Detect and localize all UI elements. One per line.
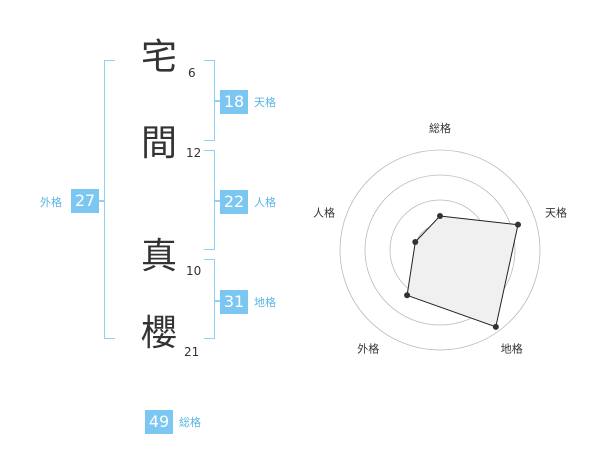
radar-point bbox=[514, 221, 521, 228]
radar-area bbox=[406, 215, 519, 328]
tenkaku-value-badge: 18 bbox=[220, 90, 248, 114]
name-char-2: 間 bbox=[141, 123, 178, 164]
radar-point bbox=[437, 213, 443, 219]
jinkaku-label: 人格 bbox=[254, 196, 276, 209]
gaikaku-connector bbox=[98, 200, 105, 202]
chikaku-label: 地格 bbox=[254, 296, 276, 309]
gaikaku-value-badge: 27 bbox=[71, 189, 99, 213]
chikaku-bracket bbox=[204, 259, 215, 339]
name-char-3: 真 bbox=[141, 236, 178, 277]
stroke-count-2: 12 bbox=[186, 146, 202, 160]
name-char-1: 宅 bbox=[141, 37, 178, 78]
gaikaku-label: 外格 bbox=[40, 196, 62, 209]
tenkaku-label: 天格 bbox=[254, 96, 276, 109]
name-char-4: 櫻 bbox=[141, 313, 178, 354]
radar-rings bbox=[339, 149, 541, 351]
gaikaku-bracket bbox=[104, 60, 115, 339]
soukaku-label: 総格 bbox=[179, 416, 201, 429]
radar-point bbox=[492, 323, 499, 330]
chikaku-value-badge: 31 bbox=[220, 290, 248, 314]
stroke-count-4: 21 bbox=[184, 345, 200, 359]
radar-center bbox=[437, 247, 443, 253]
stroke-count-3: 10 bbox=[186, 264, 202, 278]
jinkaku-value-badge: 22 bbox=[220, 190, 248, 214]
radar-point bbox=[412, 238, 419, 245]
radar-axis-label: 天格 bbox=[545, 205, 567, 219]
radar-ring bbox=[389, 199, 491, 301]
radar-axis-label: 総格 bbox=[429, 121, 451, 135]
radar-axis-label: 外格 bbox=[357, 342, 379, 356]
radar-points bbox=[404, 213, 521, 330]
stroke-count-1: 6 bbox=[188, 66, 196, 80]
radar-ring bbox=[414, 224, 466, 276]
radar-axis-label: 人格 bbox=[313, 205, 335, 219]
radar-axis-label: 地格 bbox=[501, 342, 523, 356]
radar-ring bbox=[339, 149, 541, 351]
soukaku-value-badge: 49 bbox=[145, 410, 173, 434]
chikaku-connector bbox=[214, 300, 220, 302]
tenkaku-connector bbox=[214, 100, 220, 102]
radar-point bbox=[404, 292, 411, 299]
radar-ring bbox=[364, 174, 516, 326]
jinkaku-connector bbox=[214, 200, 220, 202]
